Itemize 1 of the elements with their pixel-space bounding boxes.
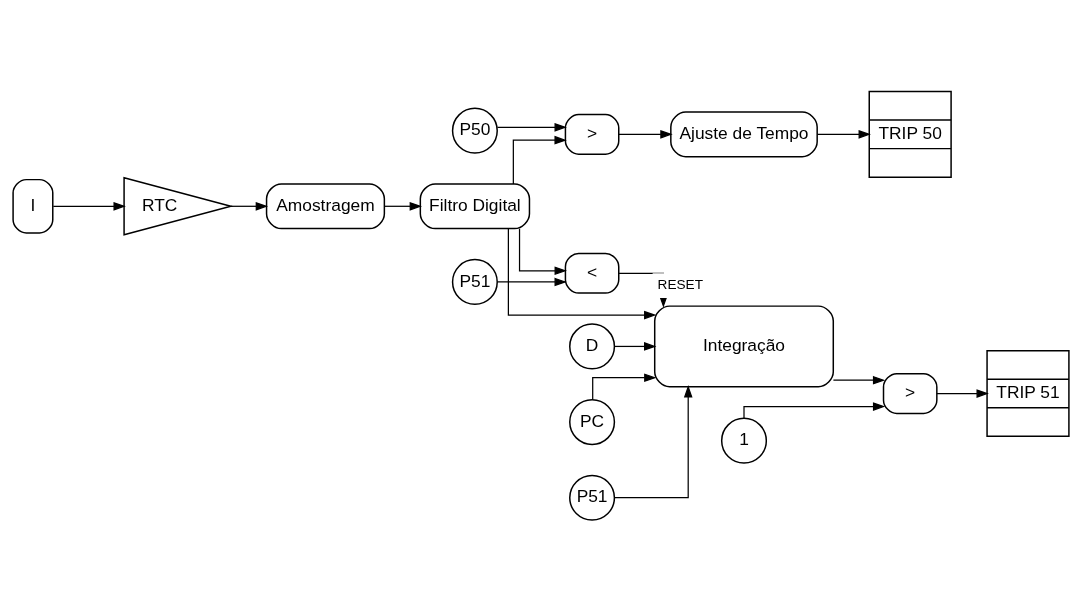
edge-label: RESET xyxy=(657,276,704,292)
